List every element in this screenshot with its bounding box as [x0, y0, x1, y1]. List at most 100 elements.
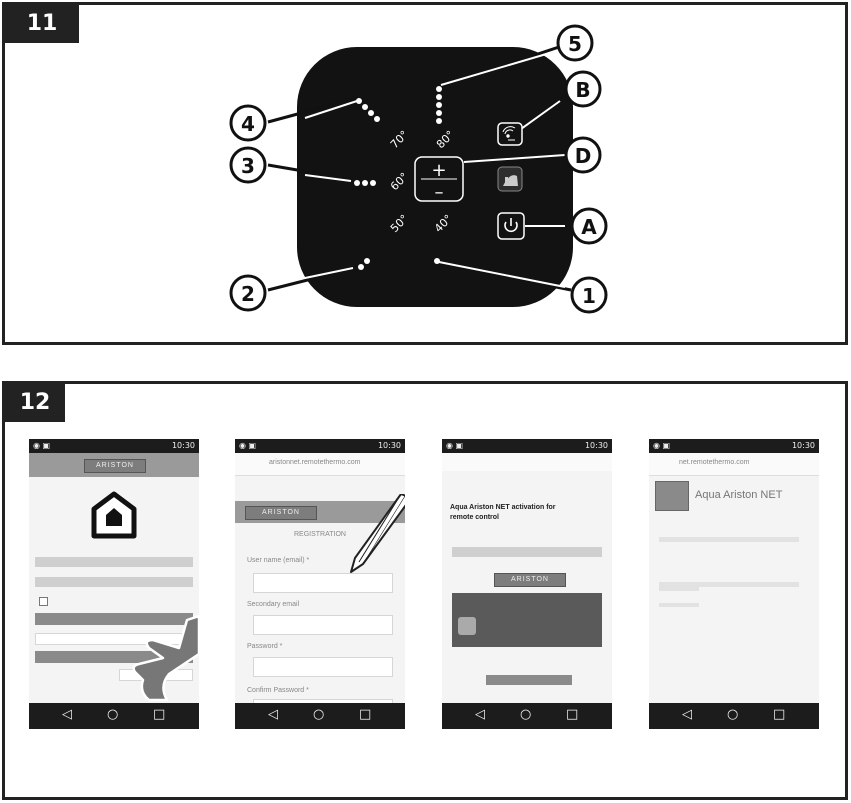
led-indicators [354, 86, 442, 270]
back-icon[interactable]: ◁ [475, 707, 485, 722]
figure-12-panel: 12 ◉ ▣ 10:30 ARISTON ◁ ○ □ [2, 381, 848, 800]
callout-5: 5 [556, 24, 594, 62]
browser-address-bar[interactable]: aristonnet.remotethermo.com [235, 453, 405, 476]
confirmation-text [659, 537, 799, 587]
recent-apps-icon[interactable]: □ [153, 707, 166, 722]
recent-apps-icon[interactable]: □ [359, 707, 372, 722]
plus-minus-button[interactable]: + – [414, 156, 464, 203]
password-field[interactable] [253, 657, 393, 677]
email-label: User name (email) * [247, 557, 310, 564]
status-time: 10:30 [791, 441, 815, 450]
email-field[interactable] [253, 573, 393, 593]
confirm-password-field[interactable] [253, 699, 393, 703]
status-bar: ◉ ▣ 10:30 [442, 439, 612, 453]
username-input[interactable] [35, 557, 193, 567]
led-level-4a [356, 98, 362, 104]
callout-a: A [570, 207, 608, 245]
home-icon[interactable]: ○ [313, 707, 325, 722]
callout-4: 4 [229, 104, 267, 142]
status-bar: ◉ ▣ 10:30 [29, 439, 199, 453]
back-icon[interactable]: ◁ [682, 707, 692, 722]
callout-2: 2 [229, 274, 267, 312]
recent-apps-icon[interactable]: □ [566, 707, 579, 722]
android-nav-bar: ◁ ○ □ [29, 703, 199, 729]
back-icon[interactable]: ◁ [268, 707, 278, 722]
confirm-password-label: Confirm Password * [247, 687, 309, 694]
svg-text:A: A [581, 215, 597, 239]
button-b[interactable] [497, 122, 523, 146]
led-level-4d [374, 116, 380, 122]
android-nav-bar: ◁ ○ □ [649, 703, 819, 729]
signature-text [659, 587, 699, 607]
svg-text:5: 5 [568, 32, 582, 56]
browser-address-bar[interactable]: net.remotethermo.com [649, 453, 819, 476]
phone-login: ◉ ▣ 10:30 ARISTON ◁ ○ □ [29, 439, 199, 729]
plus-label: + [431, 160, 446, 181]
callout-b: B [564, 70, 602, 108]
led-level-5d [436, 110, 442, 116]
status-time: 10:30 [171, 441, 195, 450]
app-header: ARISTON [29, 453, 199, 477]
led-level-1 [434, 258, 440, 264]
notification-icons: ◉ ▣ [33, 441, 51, 450]
led-level-5e [436, 118, 442, 124]
callout-d: D [564, 136, 602, 174]
notification-icons: ◉ ▣ [446, 441, 464, 450]
app-header: ARISTON [235, 501, 405, 523]
registration-title: REGISTRATION [294, 531, 346, 538]
ariston-logo: ARISTON [84, 459, 146, 473]
home-icon[interactable]: ○ [520, 707, 532, 722]
email-banner [452, 547, 602, 557]
ariston-logo: ARISTON [245, 506, 317, 520]
pencil-icon [350, 494, 405, 573]
recent-apps-icon[interactable]: □ [773, 707, 786, 722]
secondary-email-field[interactable] [253, 615, 393, 635]
back-icon[interactable]: ◁ [62, 707, 72, 722]
shower-button[interactable] [497, 166, 523, 192]
svg-text:D: D [575, 144, 592, 168]
control-panel-diagram: 70° 80° 60° 50° 40° + – [229, 24, 608, 314]
svg-text:3: 3 [241, 154, 255, 178]
app-name: Aqua Ariston NET [695, 489, 783, 501]
registration-screen: aristonnet.remotethermo.com ARISTON REGI… [235, 453, 405, 703]
led-level-2a [358, 264, 364, 270]
led-level-3a [354, 180, 360, 186]
led-level-2b [364, 258, 370, 264]
figure-number-12: 12 [5, 384, 65, 422]
home-icon[interactable]: ○ [107, 707, 119, 722]
status-bar: ◉ ▣ 10:30 [649, 439, 819, 453]
android-nav-bar: ◁ ○ □ [442, 703, 612, 729]
activate-account-button[interactable] [486, 675, 572, 685]
app-icon [458, 617, 476, 635]
led-level-3b [362, 180, 368, 186]
signin-button[interactable] [35, 613, 193, 625]
figure-11-panel: 11 [2, 2, 848, 345]
home-icon[interactable]: ○ [727, 707, 739, 722]
email-toolbar [442, 453, 612, 471]
notification-icons: ◉ ▣ [653, 441, 671, 450]
svg-text:4: 4 [241, 112, 255, 136]
android-nav-bar: ◁ ○ □ [235, 703, 405, 729]
status-time: 10:30 [584, 441, 608, 450]
remember-checkbox[interactable] [39, 597, 48, 606]
led-level-4b [362, 104, 368, 110]
power-icon [504, 218, 518, 233]
notification-icons: ◉ ▣ [239, 441, 257, 450]
led-level-4c [368, 110, 374, 116]
led-level-3c [370, 180, 376, 186]
figure-number-11: 11 [5, 5, 79, 43]
ariston-logo: ARISTON [494, 573, 566, 587]
wifi-setup-icon [502, 126, 516, 141]
callout-3: 3 [229, 146, 267, 184]
button-a-power[interactable] [497, 212, 525, 240]
svg-text:2: 2 [241, 282, 255, 306]
minus-label: – [435, 182, 444, 203]
url-text: aristonnet.remotethermo.com [269, 459, 361, 466]
password-input[interactable] [35, 577, 193, 587]
status-time: 10:30 [377, 441, 401, 450]
url-text: net.remotethermo.com [679, 459, 750, 466]
led-level-5a [436, 86, 442, 92]
home-app-icon [91, 491, 137, 539]
email-screen: Aqua Ariston NET activation for remote c… [442, 453, 612, 703]
led-level-5c [436, 102, 442, 108]
